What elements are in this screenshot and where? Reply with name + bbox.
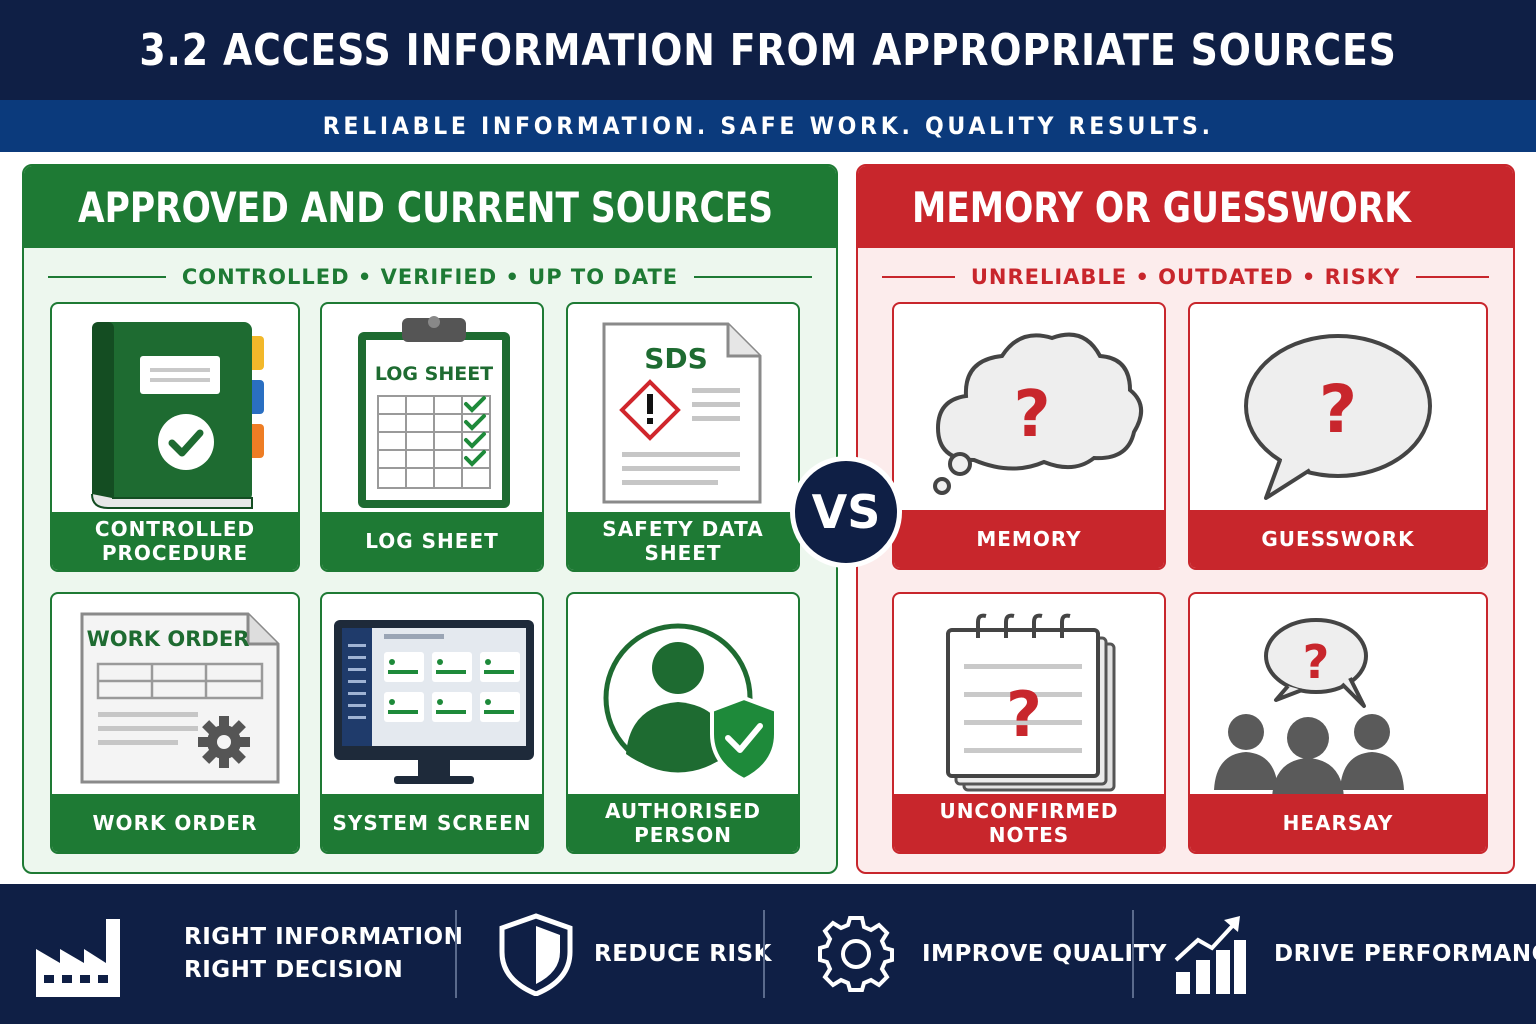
approved-sources-panel: APPROVED AND CURRENT SOURCES CONTROLLED …	[22, 164, 838, 874]
footer-item-drive-performance: DRIVE PERFORMANCE	[1172, 884, 1536, 1024]
card-guesswork[interactable]: ? GUESSWORK	[1188, 302, 1488, 570]
shield-icon	[499, 913, 573, 996]
footer-text-reduce-risk: REDUCE RISK	[594, 940, 772, 967]
card-authorised-person[interactable]: AUTHORISED PERSON	[566, 592, 800, 854]
page-subtitle: RELIABLE INFORMATION. SAFE WORK. QUALITY…	[322, 112, 1214, 140]
log-sheet-clipboard-icon: LOG SHEET	[358, 316, 510, 508]
notepad-question-icon: ?	[946, 613, 1116, 792]
growth-chart-icon	[1174, 916, 1246, 994]
footer-item-improve-quality: IMPROVE QUALITY	[816, 884, 1167, 1024]
card-controlled-procedure-label: CONTROLLED PROCEDURE	[52, 512, 298, 570]
computer-monitor-icon	[334, 620, 534, 784]
gear-icon	[818, 916, 894, 992]
sds-document-icon: SDS	[602, 322, 762, 504]
subheader-bar: RELIABLE INFORMATION. SAFE WORK. QUALITY…	[0, 100, 1536, 152]
memory-guesswork-header: MEMORY OR GUESSWORK	[858, 166, 1513, 248]
authorised-person-shield-icon	[603, 623, 778, 783]
svg-text:?: ?	[1319, 371, 1357, 448]
svg-text:SDS: SDS	[644, 342, 708, 375]
card-work-order[interactable]: WORK ORDER WORK ORDER	[50, 592, 300, 854]
approved-sources-title: APPROVED AND CURRENT SOURCES	[78, 182, 774, 232]
svg-text:WORK ORDER: WORK ORDER	[87, 627, 250, 651]
card-controlled-procedure[interactable]: CONTROLLED PROCEDURE	[50, 302, 300, 572]
svg-text:?: ?	[1303, 635, 1330, 689]
card-memory-label: MEMORY	[894, 510, 1164, 568]
card-memory[interactable]: ? MEMORY	[892, 302, 1166, 570]
thought-cloud-question-icon: ?	[933, 332, 1143, 495]
factory-icon	[36, 919, 120, 997]
footer-divider	[455, 910, 457, 998]
approved-sources-tagline: CONTROLLED • VERIFIED • UP TO DATE	[48, 262, 812, 292]
footer-bar: RIGHT INFORMATION RIGHT DECISION REDUCE …	[0, 884, 1536, 1024]
card-safety-data-sheet-label: SAFETY DATA SHEET	[568, 512, 798, 570]
memory-guesswork-panel: MEMORY OR GUESSWORK UNRELIABLE • OUTDATE…	[856, 164, 1515, 874]
header-bar: 3.2 ACCESS INFORMATION FROM APPROPRIATE …	[0, 0, 1536, 100]
footer-divider	[1132, 910, 1134, 998]
memory-guesswork-tagline: UNRELIABLE • OUTDATED • RISKY	[882, 262, 1490, 292]
card-hearsay[interactable]: ? HEARSAY	[1188, 592, 1488, 854]
svg-text:?: ?	[1013, 378, 1050, 452]
approved-sources-header: APPROVED AND CURRENT SOURCES	[24, 166, 836, 248]
speech-bubble-question-icon: ?	[1244, 334, 1432, 500]
card-log-sheet[interactable]: LOG SHEET LOG SHEET	[320, 302, 544, 572]
card-system-screen-label: SYSTEM SCREEN	[322, 794, 542, 852]
people-question-icon: ?	[1214, 618, 1404, 798]
footer-item-reduce-risk: REDUCE RISK	[498, 884, 772, 1024]
card-hearsay-label: HEARSAY	[1190, 794, 1486, 852]
footer-text-improve-quality: IMPROVE QUALITY	[922, 940, 1167, 967]
card-log-sheet-label: LOG SHEET	[322, 512, 542, 570]
footer-item-right-information: RIGHT INFORMATION RIGHT DECISION	[34, 884, 463, 1024]
card-authorised-person-label: AUTHORISED PERSON	[568, 794, 798, 852]
page-title: 3.2 ACCESS INFORMATION FROM APPROPRIATE …	[139, 24, 1397, 76]
card-guesswork-label: GUESSWORK	[1190, 510, 1486, 568]
procedure-binder-icon	[91, 322, 264, 509]
footer-divider	[763, 910, 765, 998]
memory-guesswork-title: MEMORY OR GUESSWORK	[912, 182, 1411, 232]
card-system-screen[interactable]: SYSTEM SCREEN	[320, 592, 544, 854]
footer-text-right-information: RIGHT INFORMATION RIGHT DECISION	[184, 924, 464, 983]
card-unconfirmed-notes[interactable]: ? UNCONFIRMED NOTES	[892, 592, 1166, 854]
card-work-order-label: WORK ORDER	[52, 794, 298, 852]
card-unconfirmed-notes-label: UNCONFIRMED NOTES	[894, 794, 1164, 852]
work-order-document-icon: WORK ORDER	[80, 612, 280, 784]
card-safety-data-sheet[interactable]: SDS SAFETY DATA SHEET	[566, 302, 800, 572]
footer-text-drive-performance: DRIVE PERFORMANCE	[1274, 940, 1536, 967]
vs-badge: VS	[790, 456, 902, 568]
svg-text:?: ?	[1006, 678, 1042, 751]
svg-text:LOG SHEET: LOG SHEET	[375, 363, 493, 385]
